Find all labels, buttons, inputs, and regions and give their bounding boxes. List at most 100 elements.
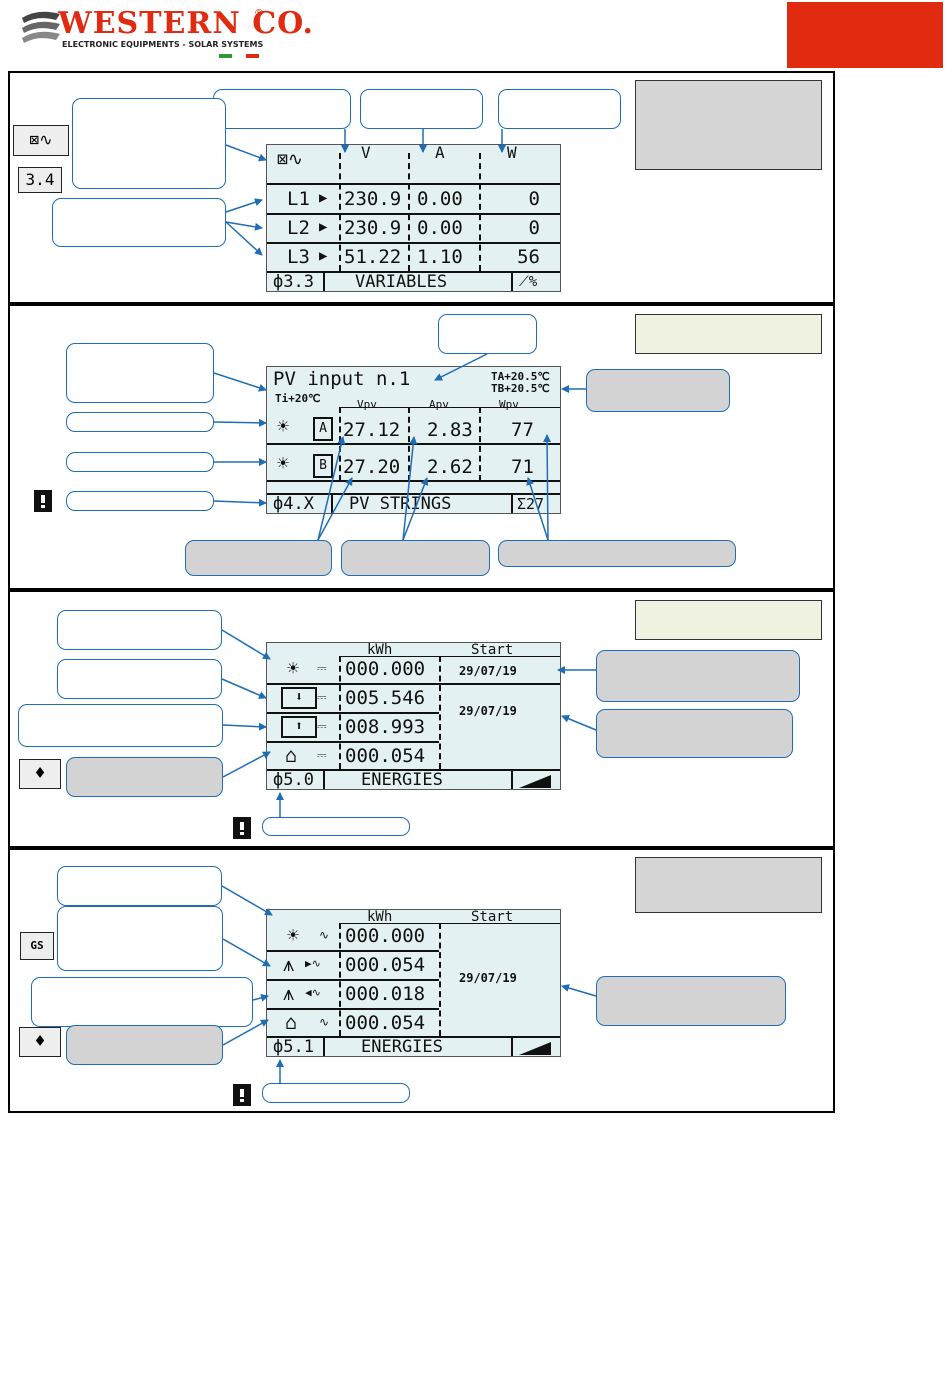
- callout-string-a: [66, 412, 214, 432]
- callout-footer-4: [262, 1083, 410, 1103]
- header-a: A: [435, 144, 445, 162]
- pv-b-current: 2.62: [427, 456, 473, 478]
- phase-arrow-icon: ▶: [319, 190, 328, 206]
- brand-name: WESTERN CO.: [58, 6, 314, 41]
- lcd-energies-grid: kWh Start ☀ ∿ 000.000 ⩚ ▶∿ 000.054 29/07…: [266, 909, 561, 1057]
- dc-symbol: ⎓: [317, 661, 327, 675]
- callout-temperatures: [586, 369, 730, 412]
- sun-icon: ☀: [287, 656, 300, 680]
- callout-inverter: [72, 98, 226, 189]
- footer-right-icon: ⟋%: [519, 274, 538, 290]
- l2-power: 0: [528, 217, 540, 239]
- pv-a-voltage: 27.12: [343, 419, 401, 441]
- registered-mark: ®: [254, 8, 264, 19]
- header-start: Start: [471, 909, 514, 925]
- phase-label-l3: L3: [287, 246, 310, 268]
- footer-code: ф5.0: [273, 770, 314, 790]
- lcd-variables: ⊠∿ V A W L1 ▶ 230.9 0.00 0 L2 ▶ 230.9 0.…: [266, 144, 561, 292]
- dc-symbol: ⎓: [317, 719, 327, 733]
- phase-arrow-icon: ▶: [319, 248, 328, 264]
- callout-input: [438, 314, 537, 354]
- phase-label-l2: L2: [287, 217, 310, 239]
- button-icon: [233, 817, 251, 839]
- string-tag-b: B: [313, 454, 333, 478]
- sun-icon: ☀: [277, 451, 290, 475]
- load-energy: 000.054: [345, 745, 426, 767]
- bulb-icon: ♦: [19, 759, 61, 789]
- pv-a-power: 77: [511, 419, 534, 441]
- start-date: 29/07/19: [459, 971, 517, 985]
- l3-power: 56: [517, 246, 540, 268]
- pv-a-current: 2.83: [427, 419, 473, 441]
- callout-pv-current: [341, 540, 490, 576]
- footer-code: ф5.1: [273, 1037, 314, 1057]
- note-panel1: [635, 80, 822, 170]
- footer-code: ф3.3: [273, 272, 314, 292]
- dc-symbol: ⎓: [317, 748, 327, 762]
- callout-current: [360, 89, 483, 129]
- callout-start-date-2: [596, 709, 793, 758]
- pv-energy: 000.000: [345, 658, 426, 680]
- callout-title: [66, 343, 214, 403]
- grid-tower-icon: ⩚: [283, 981, 295, 1005]
- callout-footer: [66, 491, 214, 511]
- footer-code: ф4.X: [273, 494, 314, 514]
- inverter-icon: ⊠∿: [277, 149, 303, 170]
- import-arrow-icon: ▶∿: [305, 957, 321, 970]
- callout-power: [498, 89, 621, 129]
- battery-charge-icon: ⬇: [281, 687, 317, 709]
- header-vpv: Vpv: [357, 398, 377, 411]
- side-code-box: 3.4: [18, 167, 62, 193]
- header-kwh: kWh: [367, 909, 393, 925]
- start-date-2: 29/07/19: [459, 704, 517, 718]
- l2-voltage: 230.9: [344, 217, 402, 239]
- footer-title: VARIABLES: [355, 272, 448, 292]
- ac-symbol: ∿: [319, 1015, 330, 1029]
- callout-start-date-4: [596, 976, 786, 1026]
- button-icon: [233, 1084, 251, 1106]
- pv-b-power: 71: [511, 456, 534, 478]
- callout-load-energy-4: [66, 1025, 223, 1065]
- temperature-b: TB+20.5℃: [491, 382, 550, 395]
- temperature-internal: Ti+20℃: [275, 392, 321, 405]
- callout-battery-discharge: [18, 704, 223, 747]
- sun-icon: ☀: [277, 414, 290, 438]
- callout-load-energy: [66, 757, 223, 797]
- start-date-1: 29/07/19: [459, 664, 517, 678]
- l3-current: 1.10: [417, 246, 463, 268]
- grid-tower-icon: ⩚: [283, 952, 295, 976]
- brand-red-block: [787, 2, 943, 68]
- dc-symbol: ⎓: [317, 690, 327, 704]
- callout-pv-voltage: [185, 540, 332, 576]
- phase-arrow-icon: ▶: [319, 219, 328, 235]
- temperature-a: TA+20.5℃: [491, 370, 550, 383]
- callout-voltage: [213, 89, 351, 129]
- battery-discharge-icon: ⬆: [281, 716, 317, 738]
- l1-power: 0: [528, 188, 540, 210]
- logo-swoosh-icon: [22, 11, 60, 43]
- l1-current: 0.00: [417, 188, 463, 210]
- callout-start-date: [596, 650, 800, 702]
- callout-grid-import: [57, 906, 223, 971]
- l1-voltage: 230.9: [344, 188, 402, 210]
- l3-voltage: 51.22: [344, 246, 402, 268]
- side-code: 3.4: [25, 170, 55, 189]
- callout-battery-charge: [57, 659, 222, 699]
- callout-pv-energy: [57, 610, 222, 650]
- l2-current: 0.00: [417, 217, 463, 239]
- brand-tagline: ELECTRONIC EQUIPMENTS - SOLAR SYSTEMS: [62, 40, 264, 49]
- lcd-pv-strings: PV input n.1 TA+20.5℃ TB+20.5℃ Ti+20℃ Vp…: [266, 366, 561, 514]
- grid-sensor-icon: GS: [20, 932, 54, 960]
- load-energy: 000.054: [345, 1012, 426, 1034]
- callout-grid-export: [31, 977, 253, 1027]
- header-apv: Apv: [429, 398, 449, 411]
- string-tag-a: A: [313, 417, 333, 441]
- pv-b-voltage: 27.20: [343, 456, 401, 478]
- callout-phases: [52, 198, 226, 247]
- lcd-energies-battery: kWh Start ☀ ⎓ 000.000 29/07/19 ⬇ ⎓ 005.5…: [266, 642, 561, 790]
- note-panel2: [635, 314, 822, 354]
- callout-string-b: [66, 452, 214, 472]
- signal-icon: [519, 1042, 551, 1055]
- pv-title: PV input n.1: [273, 368, 411, 390]
- flag-stripe: [219, 54, 259, 58]
